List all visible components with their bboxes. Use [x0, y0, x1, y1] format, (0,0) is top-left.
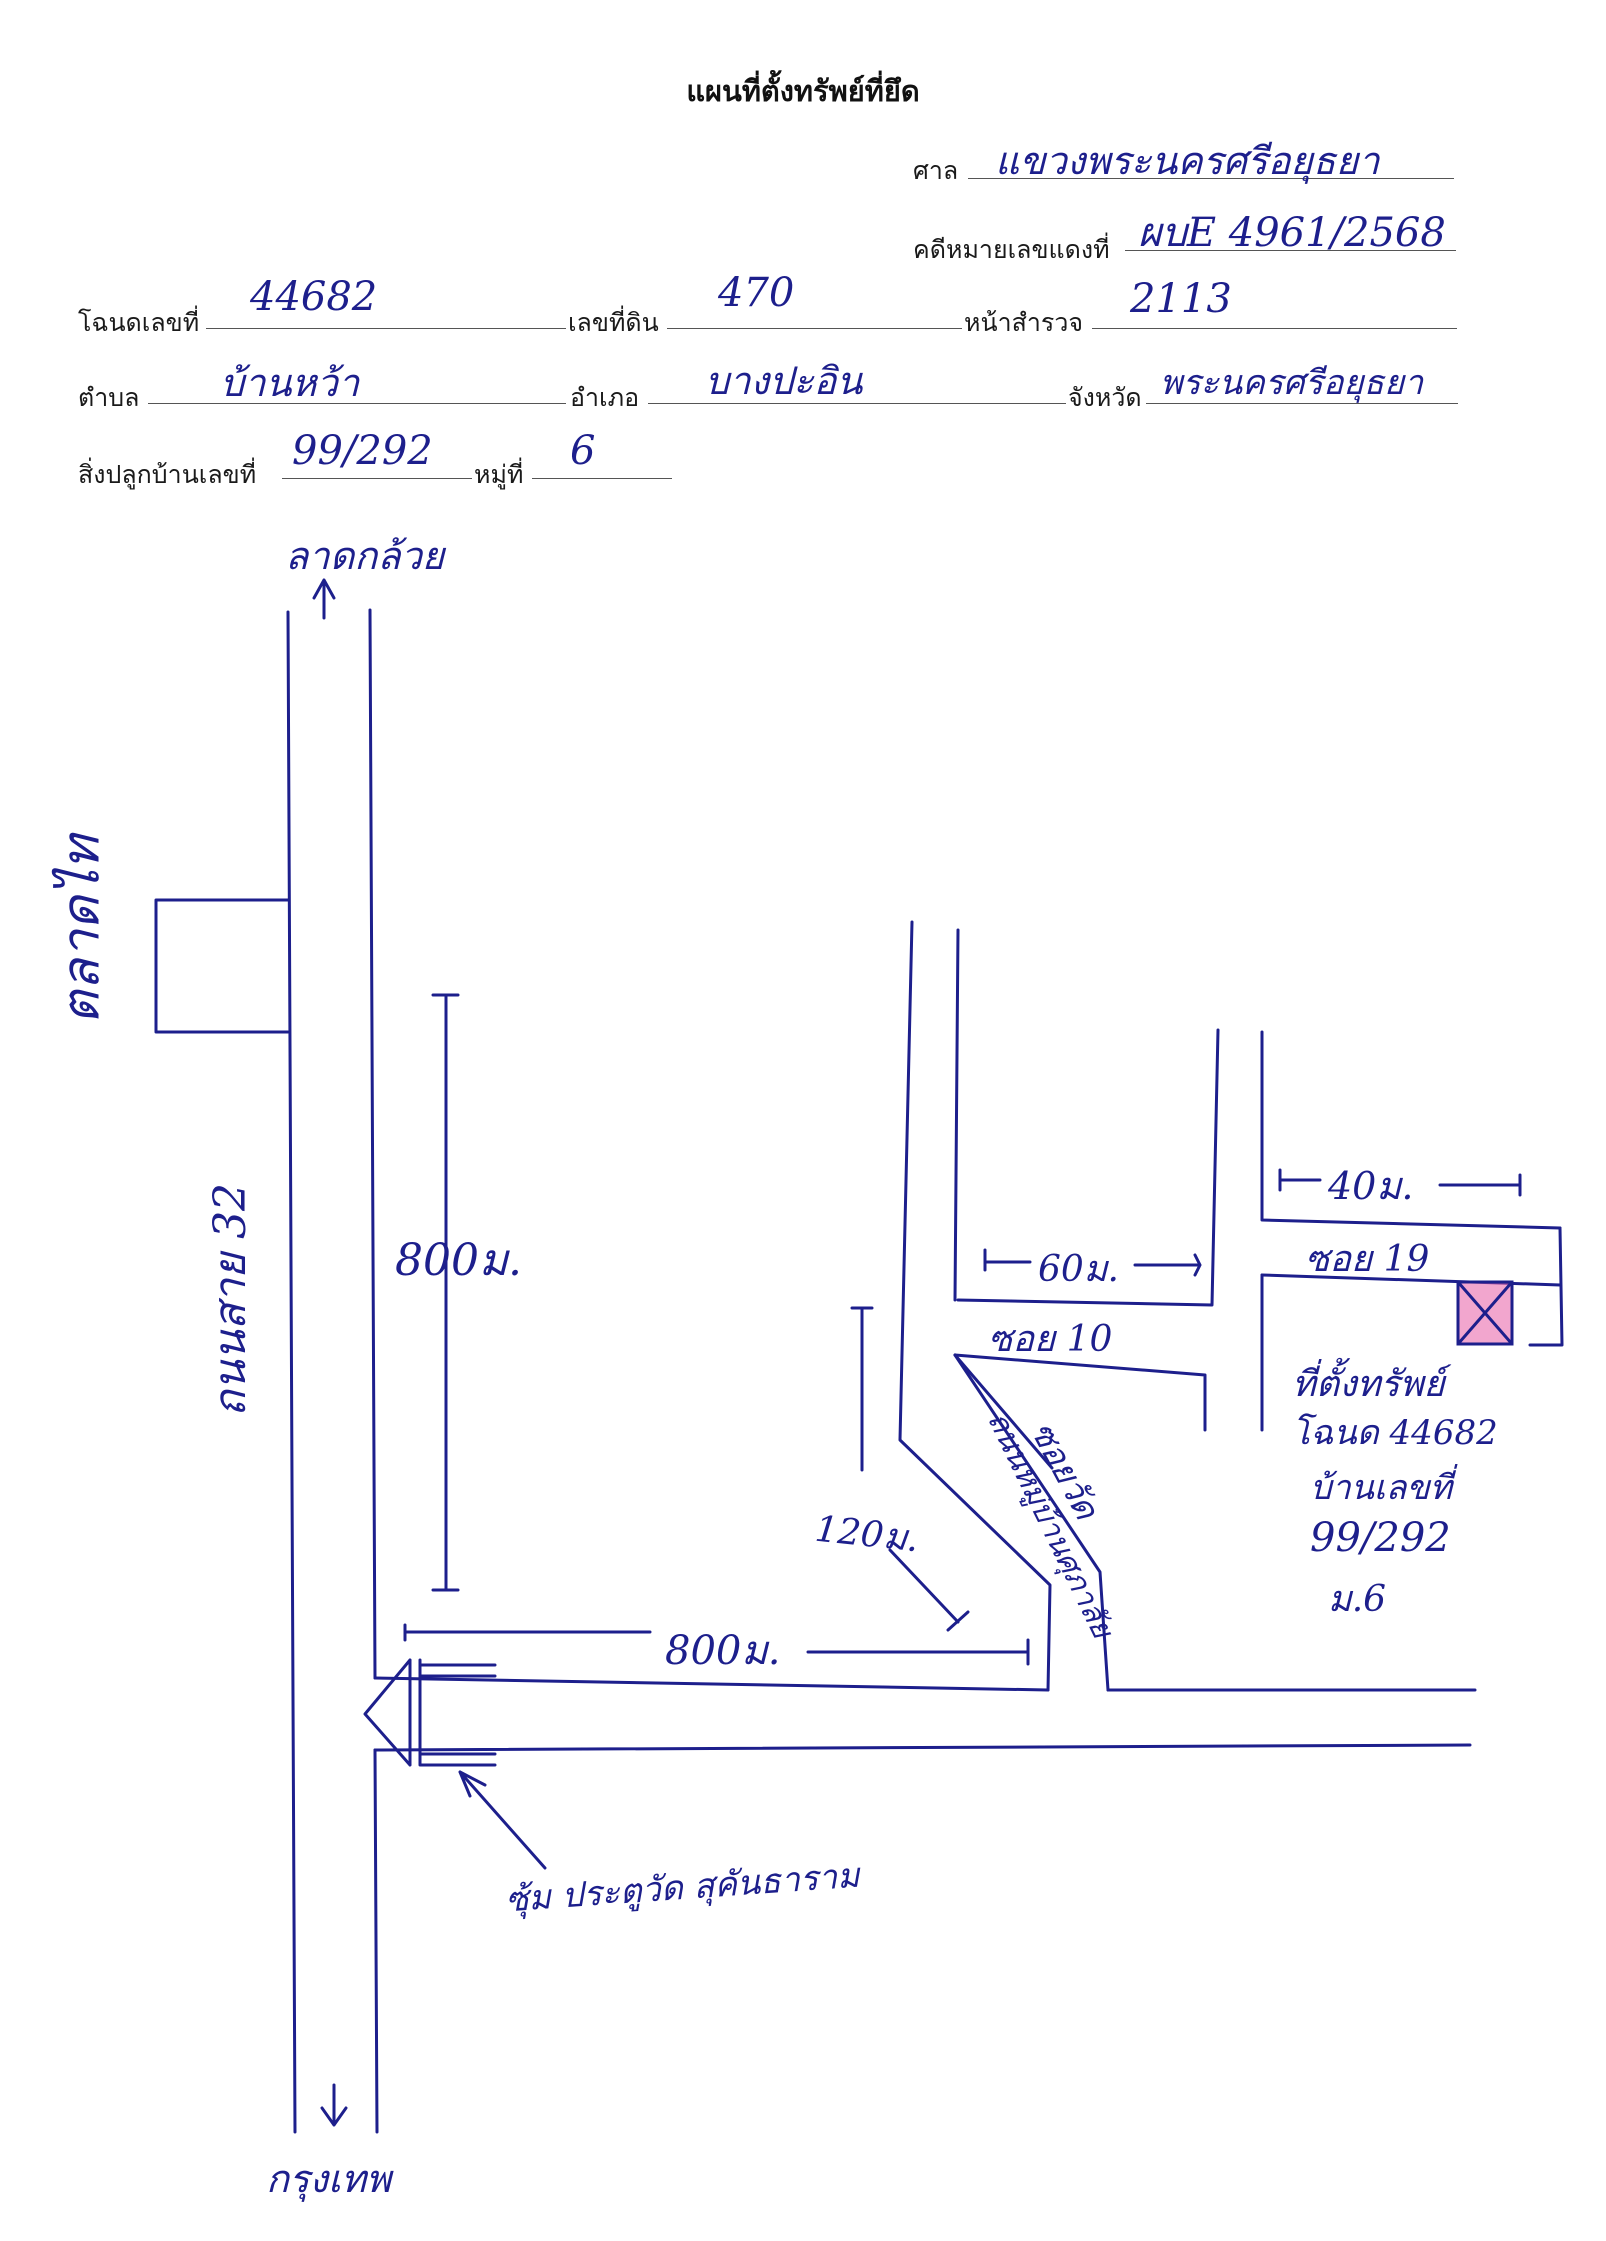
moo-value: 6 [570, 428, 596, 474]
moo-underline [532, 478, 672, 479]
gate-icon [363, 1658, 497, 1767]
highway-left-edge [286, 610, 297, 2134]
property-line-5: ม.6 [1328, 1579, 1387, 1620]
document-title: แผนที่ตั้งทรัพย์ที่ยึด [686, 74, 920, 108]
property-marker-icon [1456, 1280, 1514, 1346]
highway-label: ถนนสาย 32 [205, 1182, 256, 1418]
court-underline [968, 178, 1454, 179]
north-label: ลาดกล้วย [285, 534, 445, 578]
south-label: กรุงเทพ [266, 2157, 392, 2201]
court-value: แขวงพระนครศรีอยุธยา [995, 139, 1380, 183]
highway-right-edge-upper [368, 608, 377, 1680]
amphoe-value: บางปะอิน [705, 359, 863, 403]
amphoe-label: อำเภอ [570, 383, 640, 412]
moo-label: หมู่ที่ [474, 460, 524, 489]
soi10-top-edge [956, 1028, 1220, 1307]
land-label: เลขที่ดิน [568, 308, 659, 337]
house-value: 99/292 [292, 428, 433, 474]
market-label: ตลาดไท [51, 835, 112, 1025]
deed-label: โฉนดเลขที่ [78, 308, 200, 337]
soi-10-label: ซอย 10 [988, 1319, 1113, 1360]
side-road-bottom-edge [373, 1743, 1472, 1752]
house-label: สิ่งปลูกบ้านเลขที่ [78, 460, 257, 489]
soi10-road-right-edge [953, 928, 960, 1302]
dist-40: 40ม. [1328, 1164, 1414, 1208]
land-underline [667, 328, 962, 329]
highway-right-edge-lower [373, 1748, 379, 2134]
dim-800-horizontal [403, 1623, 1030, 1666]
soi-19-label: ซอย 19 [1305, 1239, 1430, 1280]
dim-40 [1278, 1168, 1522, 1197]
soi19-end-box [1528, 1226, 1564, 1347]
dim-60 [983, 1248, 1202, 1277]
tambon-underline [148, 403, 566, 404]
tambon-value: บ้านหว้า [220, 361, 360, 405]
property-line-4: 99/292 [1310, 1515, 1451, 1561]
north-arrow-icon [312, 578, 336, 620]
dim-800-vertical [431, 993, 460, 1592]
village-road-edge [953, 1353, 1110, 1692]
survey-label: หน้าสำรวจ [964, 308, 1084, 337]
dist-60: 60ม. [1038, 1249, 1119, 1290]
survey-underline [1092, 328, 1457, 329]
dim-120-vertical [850, 1306, 874, 1472]
property-line-1: ที่ตั้งทรัพย์ [1292, 1364, 1445, 1405]
tambon-label: ตำบล [78, 383, 140, 412]
province-value: พระนครศรีอยุธยา [1160, 363, 1424, 403]
province-underline [1146, 403, 1458, 404]
soi19-left-edge [1260, 1030, 1562, 1230]
house-underline [282, 478, 472, 479]
court-label: ศาล [913, 156, 959, 185]
south-arrow-icon [320, 2083, 348, 2127]
property-line-3: บ้านเลขที่ [1310, 1468, 1453, 1508]
amphoe-underline [648, 403, 1066, 404]
deed-underline [206, 328, 566, 329]
soi10-road-left-edge [898, 920, 1052, 1692]
gate-pointer [458, 1770, 547, 1870]
side-road-top-edge [373, 1676, 1050, 1692]
property-line-2: โฉนด 44682 [1292, 1413, 1498, 1453]
case-label: คดีหมายเลขแดงที่ [913, 235, 1110, 264]
land-value: 470 [718, 270, 795, 316]
dist-120: 120ม. [813, 1508, 921, 1561]
case-underline [1125, 250, 1456, 251]
market-box [154, 898, 290, 1034]
dist-800-vertical: 800ม. [395, 1235, 522, 1286]
soi10-bottom-edge [953, 1353, 1207, 1432]
village-road-left-edge [953, 1353, 1054, 1470]
survey-value: 2113 [1130, 276, 1232, 322]
dim-120-diagonal [888, 1548, 970, 1632]
case-value: ผบE 4961/2568 [1138, 210, 1446, 256]
dist-800-horizontal: 800ม. [665, 1628, 781, 1674]
deed-value: 44682 [250, 274, 378, 320]
province-label: จังหวัด [1068, 383, 1142, 412]
